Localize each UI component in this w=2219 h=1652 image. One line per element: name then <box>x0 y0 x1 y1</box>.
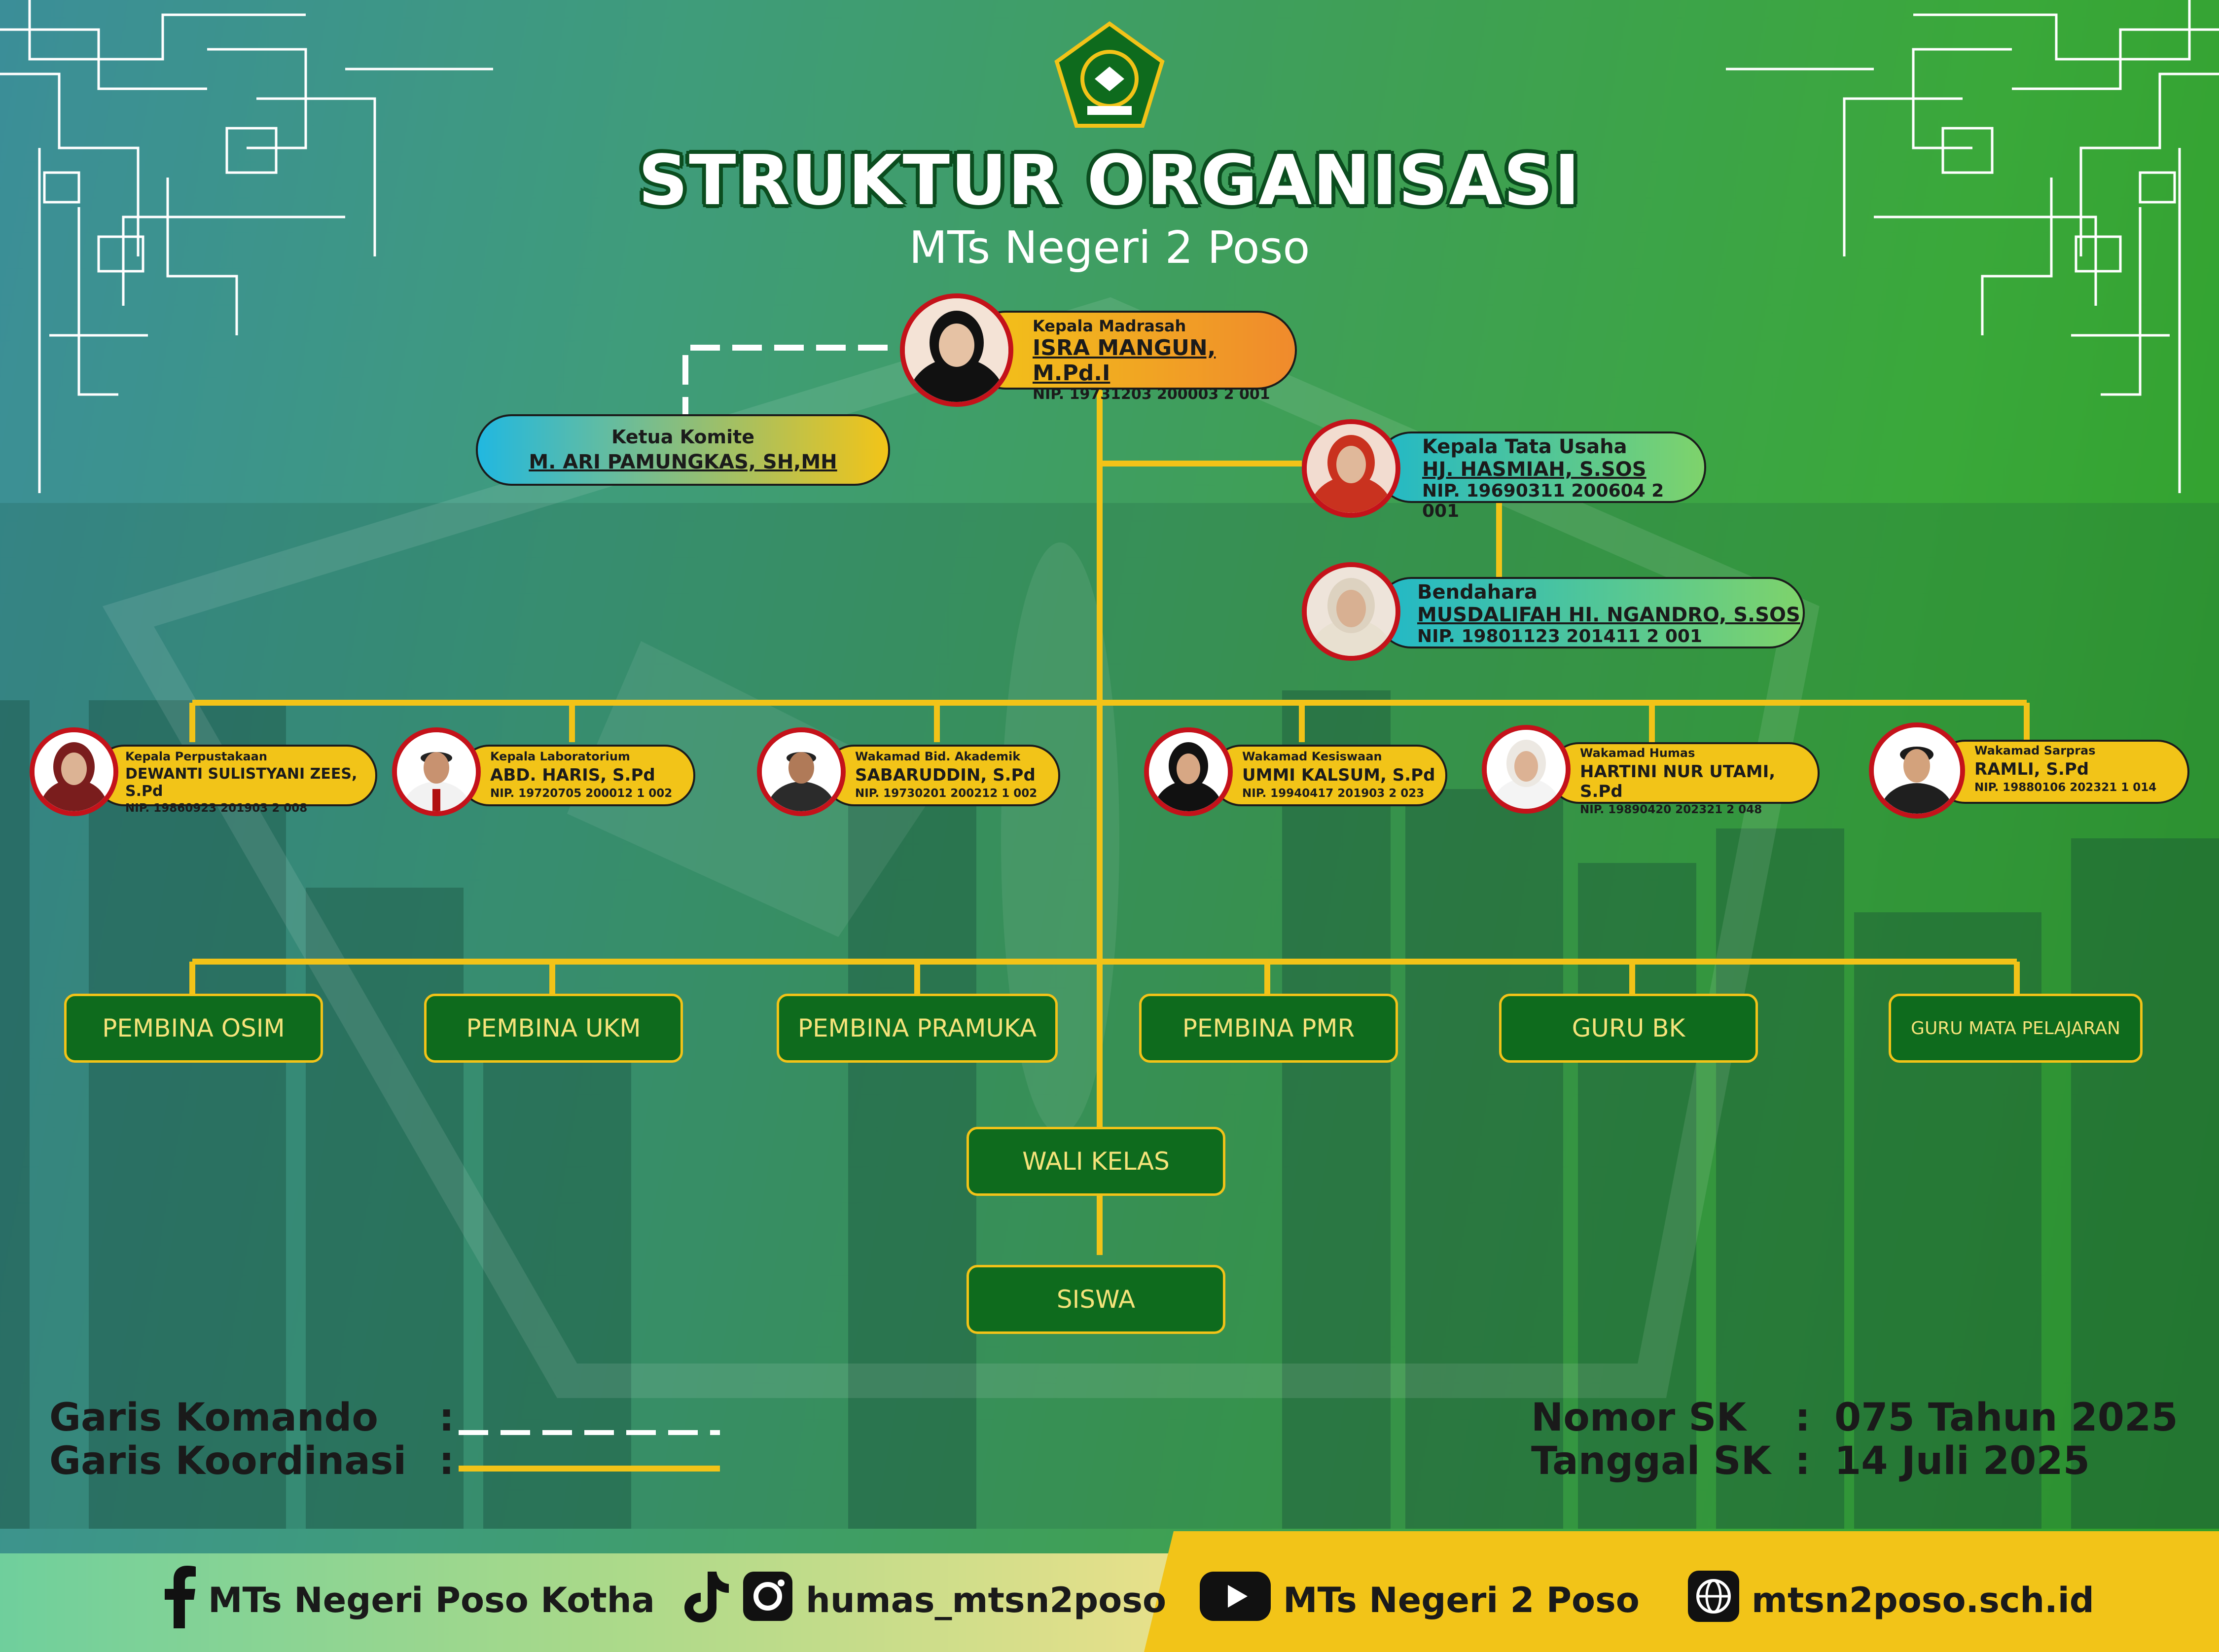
card-kepala-tata-usaha: Kepala Tata Usaha HJ. HASMIAH, S.SOS NIP… <box>1376 431 1706 521</box>
person-icon <box>1487 730 1566 809</box>
facebook-icon <box>163 1564 197 1637</box>
box-pembina-pramuka: PEMBINA PRAMUKA <box>777 994 1058 1063</box>
card-name: SABARUDDIN, S.Pd <box>855 765 1036 785</box>
card-wakamad-akademik: Wakamad Bid. Akademik SABARUDDIN, S.Pd N… <box>823 745 1060 806</box>
avatar-kepala-perpustakaan <box>30 727 118 816</box>
sk-colon: : <box>1795 1439 1811 1483</box>
page-title: STRUKTUR ORGANISASI <box>638 141 1581 221</box>
card-wakamad-sarpras: Wakamad Sarpras RAMLI, S.Pd NIP. 1988010… <box>1933 740 2189 804</box>
card-name: ISRA MANGUN, M.Pd.I <box>1033 335 1216 386</box>
footer-website[interactable]: mtsn2poso.sch.id <box>1686 1570 2094 1627</box>
card-role: Wakamad Kesiswaan <box>1242 750 1382 763</box>
city-silhouette-band <box>0 503 2219 1529</box>
card-wakamad-kesiswaan: Wakamad Kesiswaan UMMI KALSUM, S.Pd NIP.… <box>1211 745 1447 806</box>
card-kepala-laboratorium: Kepala Laboratorium ABD. HARIS, S.Pd NIP… <box>459 745 695 806</box>
card-role: Wakamad Sarpras <box>1974 744 2096 757</box>
card-nip: NIP. 19860923 201903 2 008 <box>125 802 308 815</box>
box-guru-bk: GURU BK <box>1499 994 1758 1063</box>
card-kepala-madrasah: Kepala Madrasah ISRA MANGUN, M.Pd.I NIP.… <box>966 311 1297 403</box>
card-nip: NIP. 19690311 200604 2 001 <box>1422 481 1664 521</box>
card-role: Bendahara <box>1417 581 1538 604</box>
sk-colon: : <box>1795 1396 1811 1440</box>
person-icon <box>1874 727 1960 814</box>
card-nip: NIP. 19880106 202321 1 014 <box>1974 781 2157 794</box>
card-kepala-perpustakaan: Kepala Perpustakaan DEWANTI SULISTYANI Z… <box>94 745 377 815</box>
card-nip: NIP. 19940417 201903 2 023 <box>1242 787 1425 800</box>
card-role: Kepala Perpustakaan <box>125 750 267 763</box>
avatar-bendahara <box>1302 562 1400 661</box>
person-icon <box>35 732 113 811</box>
card-nip: NIP. 19730201 200212 1 002 <box>855 787 1038 800</box>
box-pembina-ukm: PEMBINA UKM <box>424 994 683 1063</box>
card-role: Wakamad Humas <box>1580 746 1695 760</box>
globe-icon <box>1686 1569 1741 1632</box>
website-label: mtsn2poso.sch.id <box>1752 1580 2094 1620</box>
facebook-label: MTs Negeri Poso Kotha <box>208 1580 655 1620</box>
card-role: Wakamad Bid. Akademik <box>855 750 1021 763</box>
card-ketua-komite: Ketua Komite M. ARI PAMUNGKAS, SH,MH <box>476 414 890 486</box>
youtube-icon <box>1198 1569 1272 1632</box>
card-name: HARTINI NUR UTAMI, S.Pd <box>1580 762 1776 801</box>
card-bendahara: Bendahara MUSDALIFAH HI. NGANDRO, S.SOS … <box>1376 577 1805 648</box>
box-pembina-osim: PEMBINA OSIM <box>64 994 323 1063</box>
box-guru-mata-pelajaran: GURU MATA PELAJARAN <box>1889 994 2143 1063</box>
youtube-label: MTs Negeri 2 Poso <box>1283 1580 1640 1620</box>
person-icon <box>905 298 1008 402</box>
card-role: Ketua Komite <box>611 426 755 448</box>
instagram-label: humas_mtsn2poso <box>806 1580 1167 1620</box>
avatar-wakamad-humas <box>1482 725 1571 814</box>
legend-colon: : <box>439 1439 455 1483</box>
card-name: DEWANTI SULISTYANI ZEES, S.Pd <box>125 765 358 800</box>
tiktok-icon <box>680 1569 730 1632</box>
card-name: RAMLI, S.Pd <box>1974 759 2089 779</box>
person-icon <box>762 732 841 811</box>
legend-komando-label: Garis Komando <box>49 1396 378 1440</box>
card-name: UMMI KALSUM, S.Pd <box>1242 765 1435 785</box>
sk-tanggal-label: Tanggal SK <box>1531 1439 1771 1483</box>
sk-nomor-value: 075 Tahun 2025 <box>1834 1396 2178 1440</box>
logo-icon <box>1054 21 1165 128</box>
person-icon <box>1307 424 1396 513</box>
sk-tanggal-value: 14 Juli 2025 <box>1834 1439 2090 1483</box>
legend-koordinasi-label: Garis Koordinasi <box>49 1439 407 1483</box>
legend-colon: : <box>439 1396 455 1440</box>
card-wakamad-humas: Wakamad Humas HARTINI NUR UTAMI, S.Pd NI… <box>1548 742 1820 816</box>
person-icon <box>397 732 476 811</box>
footer-facebook[interactable]: MTs Negeri Poso Kotha <box>163 1565 655 1628</box>
footer-right-band <box>1144 1531 2219 1652</box>
kemenag-logo <box>1053 20 1166 133</box>
instagram-icon <box>741 1569 795 1632</box>
card-nip: NIP. 19720705 200012 1 002 <box>490 787 673 800</box>
sk-nomor-label: Nomor SK <box>1531 1396 1746 1440</box>
avatar-wakamad-sarpras <box>1869 722 1965 819</box>
card-name: ABD. HARIS, S.Pd <box>490 765 655 785</box>
card-role: Kepala Madrasah <box>1033 317 1186 335</box>
footer-instagram[interactable]: humas_mtsn2poso <box>680 1571 1167 1627</box>
avatar-kepala-laboratorium <box>392 727 481 816</box>
box-siswa: SISWA <box>966 1265 1225 1334</box>
avatar-kepala-tata-usaha <box>1302 419 1400 518</box>
footer-youtube[interactable]: MTs Negeri 2 Poso <box>1198 1571 1640 1627</box>
person-icon <box>1149 732 1228 811</box>
card-nip: NIP. 19890420 202321 2 048 <box>1580 803 1762 816</box>
avatar-wakamad-akademik <box>757 727 846 816</box>
card-name: MUSDALIFAH HI. NGANDRO, S.SOS <box>1417 604 1800 626</box>
avatar-kepala-madrasah <box>900 293 1013 407</box>
page-subtitle: MTs Negeri 2 Poso <box>909 222 1310 274</box>
card-nip: NIP. 19731203 200003 2 001 <box>1033 386 1270 403</box>
box-wali-kelas: WALI KELAS <box>966 1127 1225 1196</box>
person-icon <box>1307 567 1396 656</box>
box-pembina-pmr: PEMBINA PMR <box>1139 994 1398 1063</box>
card-name: HJ. HASMIAH, S.SOS <box>1422 458 1646 481</box>
avatar-wakamad-kesiswaan <box>1144 727 1233 816</box>
card-role: Kepala Tata Usaha <box>1422 435 1627 458</box>
card-nip: NIP. 19801123 201411 2 001 <box>1417 626 1702 646</box>
card-role: Kepala Laboratorium <box>490 750 630 763</box>
card-name: M. ARI PAMUNGKAS, SH,MH <box>529 451 837 473</box>
